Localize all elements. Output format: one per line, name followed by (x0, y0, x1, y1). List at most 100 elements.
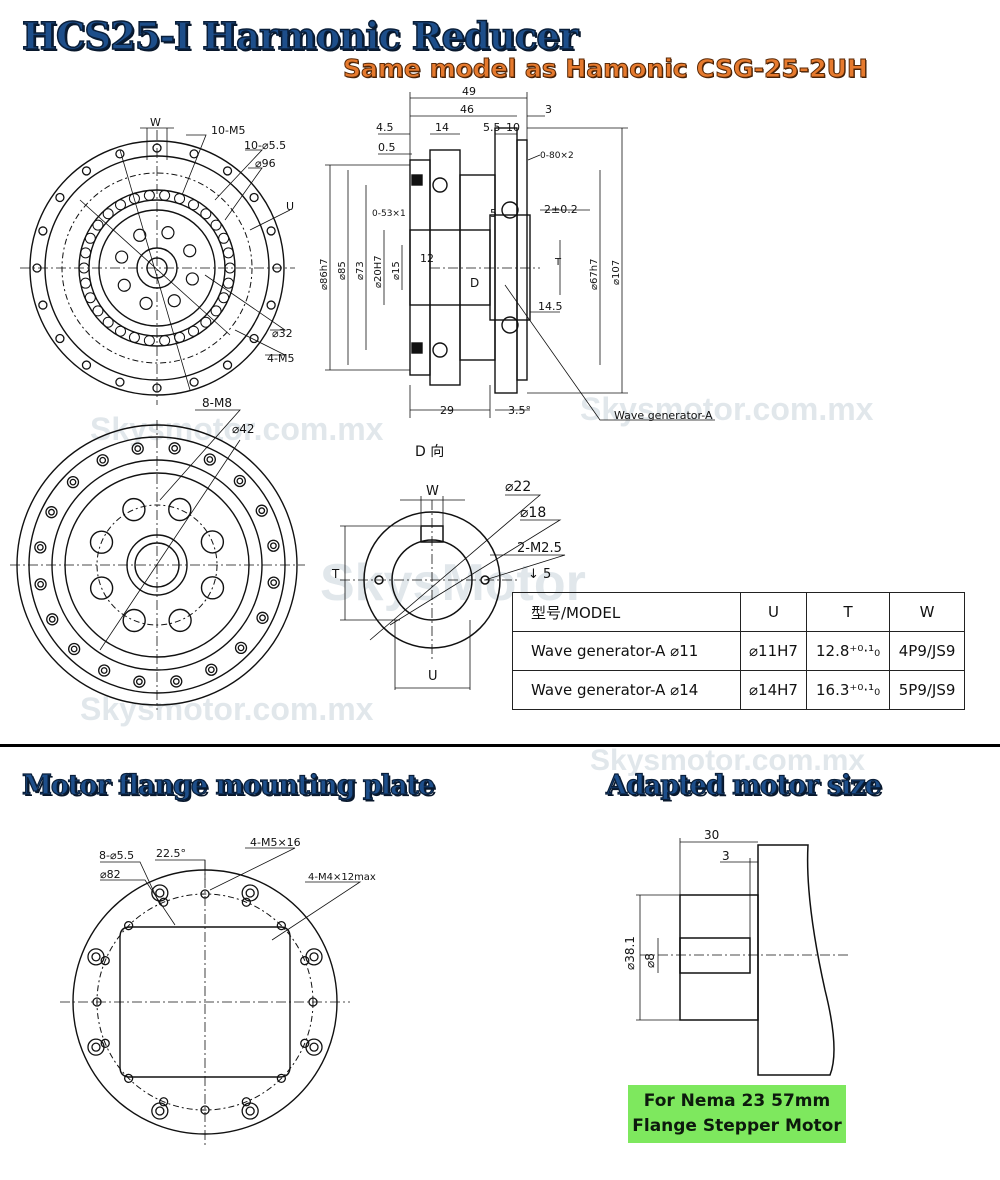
hole (168, 497, 192, 522)
back-outer-holes (34, 442, 280, 688)
dim-29: 29 (440, 404, 454, 417)
hole (266, 226, 276, 236)
hole (167, 294, 181, 308)
table-cell: Wave generator-A ⌀14 (512, 670, 741, 710)
back-view (10, 409, 305, 710)
hole (46, 613, 59, 626)
dim-dia85: ⌀85 (337, 261, 348, 280)
section-divider (0, 744, 1000, 747)
hole-inner (69, 478, 77, 486)
hole (34, 541, 47, 554)
hole (55, 192, 65, 203)
hole (123, 1073, 134, 1084)
hole-inner (270, 579, 278, 587)
hole (92, 997, 102, 1007)
front-inner-holes (115, 226, 199, 310)
hole (255, 504, 268, 517)
hole (218, 232, 230, 244)
hole-inner (171, 444, 179, 452)
table-header: 型号/MODEL (512, 592, 741, 632)
dim-d: D (470, 276, 479, 290)
flange-label-angle: 22.5° (156, 847, 186, 860)
hole (233, 474, 246, 488)
hole-inner (99, 456, 107, 464)
hole (98, 664, 111, 677)
flange-leaders (100, 847, 362, 941)
hole (168, 442, 181, 455)
hole (266, 300, 276, 310)
hole (234, 641, 248, 654)
watermark: Skysmotor.com.mx (580, 391, 874, 427)
front-leaders (140, 127, 291, 356)
hole-inner (91, 952, 101, 962)
d-label-m25: 2-M2.5 (517, 541, 562, 556)
dim-10: 10 (506, 121, 520, 134)
hole (188, 199, 199, 211)
hole (84, 292, 96, 304)
d-label-dia22: ⌀22 (505, 479, 531, 495)
front-view (20, 130, 295, 405)
hole (81, 360, 92, 370)
hole (123, 920, 134, 931)
d-label-t: T (331, 567, 340, 581)
hole (102, 316, 114, 328)
hole (218, 292, 230, 304)
hole-inner (155, 888, 165, 898)
table-cell: 5P9/JS9 (889, 670, 965, 710)
hole (272, 263, 282, 273)
label-dia32: ⌀32 (272, 327, 293, 340)
dim-3: 3 (545, 103, 552, 116)
hole (128, 331, 140, 343)
dim-0-80: 0-80×2 (540, 151, 574, 161)
hole-inner (135, 678, 143, 686)
hole-inner (309, 952, 319, 962)
table-header: T (805, 592, 891, 632)
hole (92, 219, 104, 231)
label-8-m8: 8-M8 (202, 396, 232, 410)
table-header: U (740, 592, 807, 632)
dim-dia20: ⌀20H7 (373, 255, 384, 288)
hole (115, 250, 129, 264)
flange-plate (60, 860, 350, 1145)
motor-dim-30: 30 (704, 828, 719, 842)
hole (102, 208, 114, 220)
hole-inner (259, 614, 266, 622)
spec-table: 型号/MODEL U T W Wave generator-A ⌀11 ⌀11H… (512, 592, 965, 710)
motor-dim-dia38: ⌀38.1 (623, 936, 637, 970)
hole-inner (91, 1042, 101, 1052)
table-cell: 12.8⁺⁰·¹₀ (805, 631, 891, 671)
hole (200, 1105, 210, 1115)
nema-badge: For Nema 23 57mm Flange Stepper Motor (628, 1085, 846, 1143)
hole (203, 453, 216, 466)
motor-drawing (640, 844, 850, 1076)
hole (168, 608, 192, 633)
hole (100, 1038, 110, 1048)
flange-label-holes: 8-⌀5.5 (99, 849, 134, 862)
hole (92, 305, 104, 317)
table-row: Wave generator-A ⌀14 ⌀14H7 16.3⁺⁰·¹₀ 5P9… (512, 670, 965, 710)
hole (81, 166, 92, 176)
hole (152, 383, 162, 393)
dim-46: 46 (460, 103, 474, 116)
label-dia42: ⌀42 (232, 422, 255, 436)
d-label-w: W (426, 484, 439, 499)
hole (66, 476, 80, 489)
hole (249, 333, 259, 344)
hole (159, 1097, 169, 1107)
hole-inner (172, 678, 180, 685)
hole (222, 247, 234, 259)
dim-t: T (554, 257, 562, 268)
hole (100, 956, 110, 966)
hole (96, 454, 109, 467)
d-view-title: D 向 (415, 444, 444, 460)
hole-inner (236, 477, 244, 485)
front-bearing-balls (78, 189, 236, 347)
hole (200, 316, 212, 328)
hole (80, 277, 92, 289)
dim-0-5: 0.5 (378, 141, 396, 154)
hole-inner (245, 888, 255, 898)
hole-inner (36, 543, 44, 551)
label-w: W (150, 116, 161, 129)
dim-49: 49 (462, 85, 476, 98)
